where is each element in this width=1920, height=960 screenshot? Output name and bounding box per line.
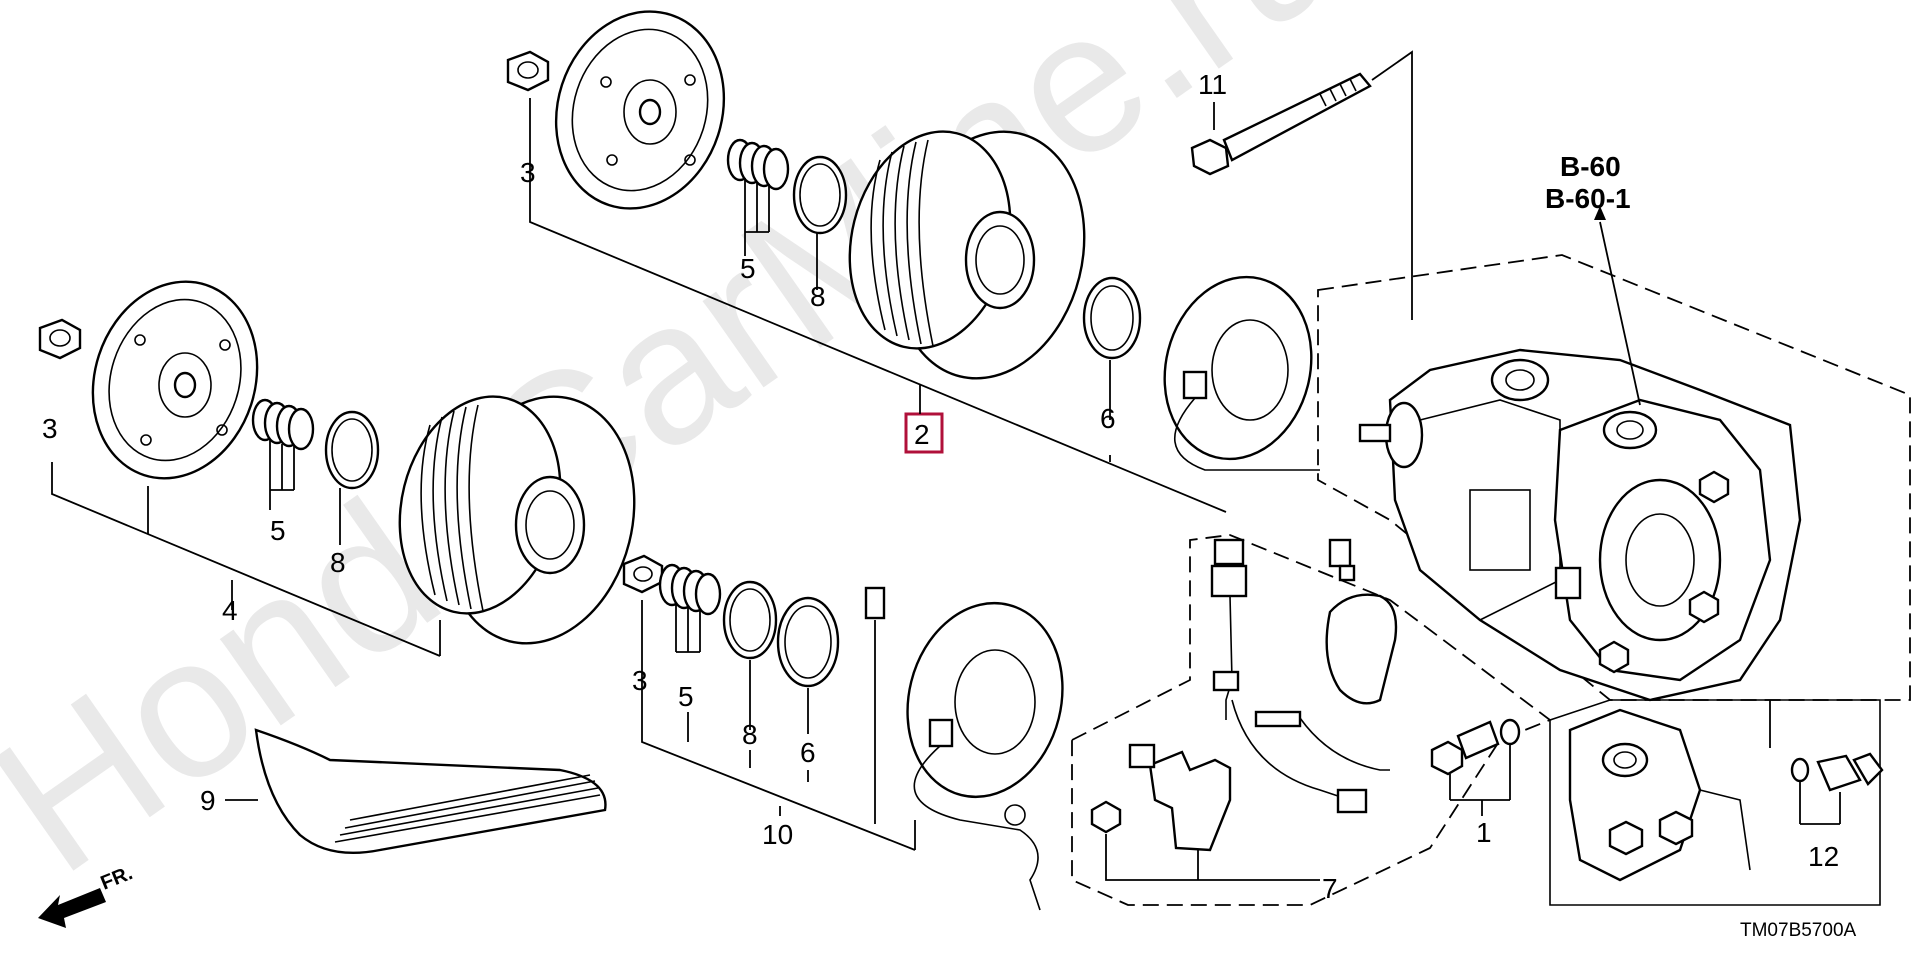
mounting-bolt[interactable]: 11 — [1190, 50, 1413, 320]
wiring-harness[interactable]: 7 — [1071, 534, 1552, 906]
left-armature-plate[interactable] — [68, 260, 282, 500]
left-snap-ring-8[interactable] — [324, 410, 380, 490]
bolt-with-washer[interactable]: 1 — [1430, 718, 1521, 848]
callout-3a[interactable]: 3 — [520, 157, 536, 188]
diagram-code: TM07B5700A — [1740, 920, 1857, 941]
front-direction-indicator: FR. — [38, 862, 136, 928]
callout-10[interactable]: 10 — [762, 819, 793, 850]
callout-6a[interactable]: 6 — [1100, 403, 1116, 434]
callout-6b[interactable]: 6 — [800, 737, 816, 768]
reference-arrow-icon — [1594, 206, 1606, 220]
callout-8c[interactable]: 8 — [742, 719, 758, 750]
upper-pulley[interactable] — [828, 111, 1110, 398]
compressor-body[interactable] — [1317, 254, 1911, 702]
callout-11[interactable]: 11 — [1198, 69, 1227, 100]
lower-clutch-assembly: 3 5 8 6 10 — [622, 554, 1083, 911]
callout-7[interactable]: 7 — [1322, 873, 1338, 904]
left-nut[interactable] — [38, 318, 82, 360]
callout-4[interactable]: 4 — [222, 595, 238, 626]
callout-5a[interactable]: 5 — [740, 253, 756, 284]
upper-snap-ring-8[interactable] — [792, 155, 848, 235]
callout-5b[interactable]: 5 — [270, 515, 286, 546]
upper-snap-ring-6[interactable] — [1082, 276, 1142, 360]
callout-3c[interactable]: 3 — [632, 665, 648, 696]
lower-nut[interactable] — [622, 554, 664, 594]
callout-8b[interactable]: 8 — [330, 547, 346, 578]
callout-1[interactable]: 1 — [1476, 817, 1492, 848]
callout-9[interactable]: 9 — [200, 785, 216, 816]
lower-shims[interactable] — [658, 563, 722, 616]
upper-field-coil[interactable] — [1146, 261, 1330, 474]
upper-armature-plate[interactable] — [531, 0, 749, 230]
callout-2[interactable]: 2 — [914, 419, 930, 450]
lower-clip[interactable] — [864, 586, 886, 620]
front-arrow-icon — [38, 888, 106, 928]
upper-shims[interactable] — [726, 138, 790, 191]
inset-detail: 12 — [1549, 699, 1884, 906]
callout-12[interactable]: 12 — [1808, 841, 1839, 872]
callout-8a[interactable]: 8 — [810, 281, 826, 312]
reference-label-b60[interactable]: B-60 — [1560, 151, 1621, 182]
left-pulley[interactable] — [378, 376, 660, 663]
callout-3b[interactable]: 3 — [42, 413, 58, 444]
callout-2-highlight — [904, 412, 944, 454]
reference-label-b60-1[interactable]: B-60-1 — [1545, 183, 1631, 214]
lower-field-coil[interactable] — [888, 587, 1083, 911]
lower-snap-ring-6[interactable] — [776, 596, 840, 688]
inset-bolt-12[interactable] — [1790, 752, 1884, 792]
left-clutch-assembly: 3 5 8 4 — [38, 260, 660, 663]
upper-nut[interactable] — [506, 50, 550, 92]
callout-5c[interactable]: 5 — [678, 681, 694, 712]
reference-leader — [1599, 221, 1641, 406]
upper-clutch-assembly: 2 3 5 8 6 — [506, 0, 1330, 513]
left-shims[interactable] — [251, 398, 315, 451]
lower-snap-ring-8[interactable] — [722, 580, 778, 660]
drive-belt[interactable]: 9 — [200, 728, 607, 855]
